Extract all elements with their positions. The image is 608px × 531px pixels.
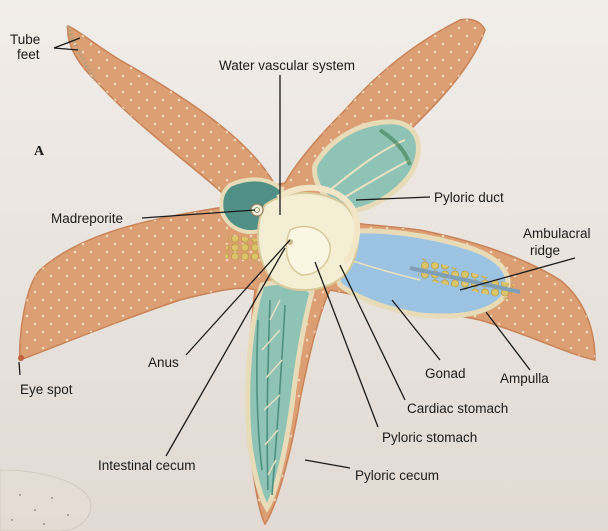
label-eye-spot: Eye spot [20,382,73,397]
label-pyloric-duct: Pyloric duct [434,190,504,205]
label-pyloric-stomach: Pyloric stomach [382,430,477,445]
label-anus: Anus [148,355,179,370]
label-water-vascular-system: Water vascular system [219,58,355,73]
label-intestinal-cecum: Intestinal cecum [98,458,196,473]
label-ambulacral-ridge-line1: Ambulacral [523,226,591,241]
label-pyloric-cecum: Pyloric cecum [355,468,439,483]
label-ambulacral-ridge-line2: ridge [530,243,560,258]
label-tube-feet-line2: feet [17,47,40,62]
label-gonad: Gonad [425,366,466,381]
panel-letter: A [34,144,45,159]
label-madreporite: Madreporite [51,211,123,226]
eye-spot-mark [18,355,24,361]
label-ampulla: Ampulla [500,371,549,386]
label-tube-feet-line1: Tube [10,32,40,47]
label-cardiac-stomach: Cardiac stomach [407,401,508,416]
